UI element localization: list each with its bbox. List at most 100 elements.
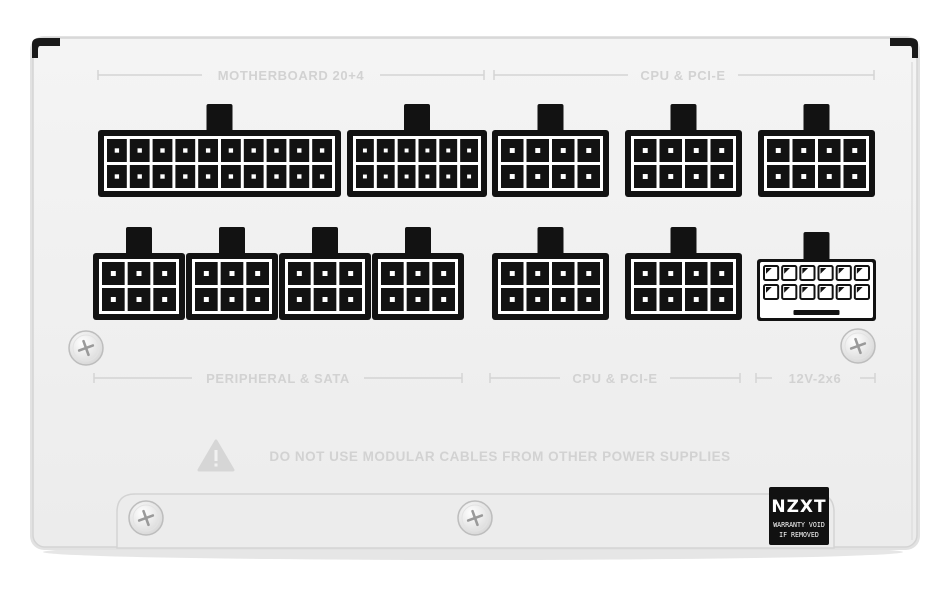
connector-peripheral-1[interactable] [93,227,185,320]
screw-right-icon [840,328,876,364]
warning-triangle-icon [197,439,235,472]
connector-pin-hole [719,297,725,302]
connector-pin-hole [668,174,674,179]
connector-pin [817,265,834,281]
connector-pin-hole [162,271,168,276]
connector-pin-hole [404,174,409,179]
connector-pin-hole [114,174,120,179]
connector-pin-hole [137,148,142,153]
connector-pin-hole [693,174,699,179]
connector-pin-hole [775,174,781,179]
connector-peripheral-2[interactable] [186,227,278,320]
connector-pin-hole [668,148,674,153]
connector-pin-hole [203,271,209,276]
connector-pin-hole [296,271,302,276]
connector-pin-hole [297,174,302,179]
connector-pin-key [802,287,809,293]
connector-pin-hole [425,148,430,153]
connector-pin-hole [415,297,421,302]
connector-pin-hole [160,148,165,153]
screw-bottom-left-icon [128,500,164,536]
connector-latch [537,104,564,132]
connector-peripheral-4[interactable] [372,227,464,320]
warning-text: DO NOT USE MODULAR CABLES FROM OTHER POW… [269,449,730,464]
connector-pin-hole [586,271,592,276]
connector-12v-2x6[interactable] [757,232,876,321]
connector-pin-key [802,268,809,274]
connector-pin-hole [719,148,725,153]
section-labels: MOTHERBOARD 20+4 CPU & PCI-E PERIPHERAL … [93,68,876,386]
connector-pin-hole [535,271,541,276]
connector-pin-hole [642,148,648,153]
connector-pin [817,284,834,300]
connector-pin-hole [441,271,447,276]
sticker-line-warranty-void: WARRANTY VOID [773,521,825,529]
connector-pin-hole [274,148,279,153]
connector-pin-hole [114,148,120,153]
connector-cpu-pcie-top-2[interactable] [625,104,742,197]
connector-latch [206,104,233,132]
connector-motherboard-4pin-side[interactable] [347,104,487,197]
connector-pin-hole [319,148,325,153]
connector-pin-hole [137,174,142,179]
connector-pin-hole [535,174,541,179]
modular-connectors [93,104,876,321]
connector-pin-hole [255,297,261,302]
connector-pin-hole [274,174,279,179]
connector-pin-hole [826,148,832,153]
connector-pin-hole [642,271,648,276]
connector-pin-hole [228,174,234,179]
connector-pin-hole [251,148,256,153]
connector-pin [781,265,798,281]
connector-pin-hole [693,148,699,153]
connector-pin [763,284,780,300]
connector-pin-hole [136,297,142,302]
connector-pin-hole [801,174,807,179]
connector-pin-hole [415,271,421,276]
connector-motherboard-20pin[interactable] [98,104,341,197]
connector-latch [803,104,830,132]
connector-cpu-pcie-top-3[interactable] [758,104,875,197]
connector-cpu-pcie-bottom-2[interactable] [625,227,742,320]
connector-pin-key [784,287,790,293]
connector-pin-hole [586,174,592,179]
connector-pin-hole [383,174,388,179]
connector-pin-hole [509,297,515,302]
connector-cpu-pcie-top-1[interactable] [492,104,609,197]
connector-latch [803,232,830,262]
label-12v-2x6: 12V-2x6 [789,371,842,386]
sticker-brand-logo: NZXT [771,497,826,517]
connector-pin-hole [668,297,674,302]
panel-screws [68,328,876,536]
connector-pin [835,284,852,300]
connector-pin [835,265,852,281]
connector-pin [853,265,870,281]
connector-peripheral-3[interactable] [279,227,371,320]
connector-pin-hole [183,174,188,179]
connector-pin-key [838,287,845,293]
peripheral-label-group: PERIPHERAL & SATA [93,371,463,386]
connector-pin-key [838,268,845,274]
connector-pin-hole [110,271,116,276]
connector-pin-hole [362,174,367,179]
connector-pin-hole [642,174,648,179]
connector-latch [312,227,338,255]
warning-notice: DO NOT USE MODULAR CABLES FROM OTHER POW… [197,439,730,472]
cpu-pcie-bottom-label-group: CPU & PCI-E [489,371,741,386]
connector-pin-hole [322,297,328,302]
corner-tab-top-right [890,38,918,58]
sticker-line-if-removed: IF REMOVED [779,531,819,539]
connector-sense-slot [793,310,840,315]
connector-cpu-pcie-bottom-1[interactable] [492,227,609,320]
connector-pin-key [856,268,863,274]
connector-latch [670,227,697,255]
connector-pin-hole [251,174,256,179]
connector-latch [670,104,697,132]
connector-pin-key [820,287,827,293]
connector-pin-hole [693,297,699,302]
connector-pin-hole [535,148,541,153]
connector-pin-key [766,287,772,293]
label-cpu-pcie-bottom: CPU & PCI-E [572,371,657,386]
connector-pin-hole [446,148,451,153]
connector-pin [799,284,816,300]
